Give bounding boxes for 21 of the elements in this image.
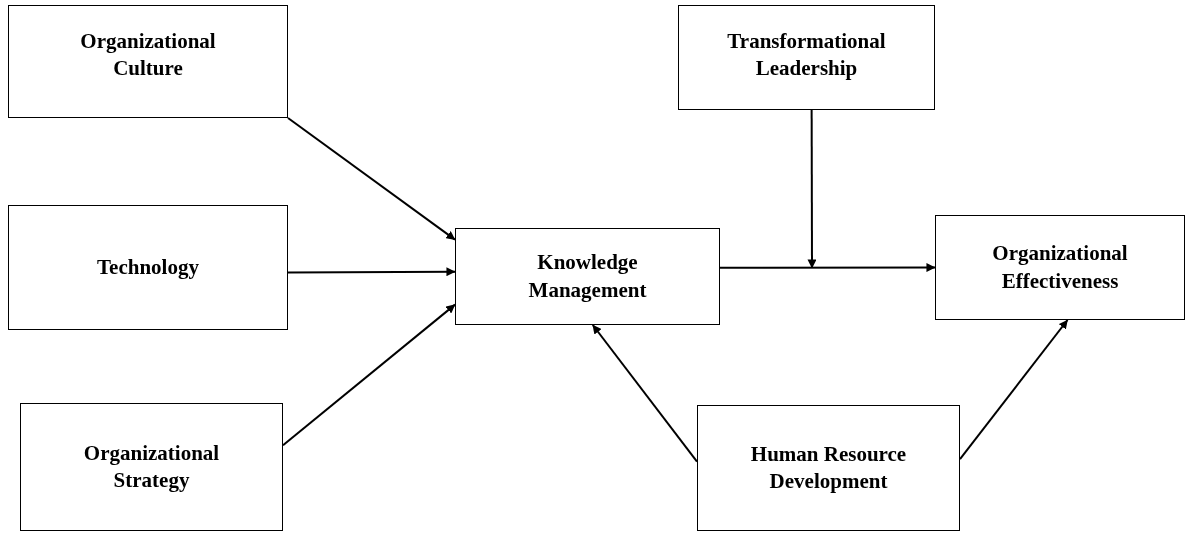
arrow xyxy=(591,324,698,463)
box-label: Technology xyxy=(97,253,199,281)
box-label: Transformational Leadership xyxy=(726,28,887,83)
box-label: Human Resource Development xyxy=(749,440,908,495)
concept-box xyxy=(8,5,288,118)
concept-box xyxy=(455,228,720,325)
arrow xyxy=(287,267,456,277)
arrow xyxy=(282,303,456,447)
box-label: Organizational Strategy xyxy=(82,439,221,494)
box-label: Organizational Effectiveness xyxy=(991,240,1129,295)
arrow xyxy=(959,319,1069,461)
concept-box xyxy=(678,5,935,110)
box-label: Organizational Culture xyxy=(79,28,217,83)
concept-box xyxy=(8,205,288,330)
arrow xyxy=(719,263,936,272)
concept-box xyxy=(20,403,283,531)
concept-box xyxy=(697,405,960,531)
box-label: Knowledge Management xyxy=(527,249,648,304)
concept-box xyxy=(935,215,1185,320)
arrow xyxy=(807,109,817,269)
arrow xyxy=(287,117,456,241)
